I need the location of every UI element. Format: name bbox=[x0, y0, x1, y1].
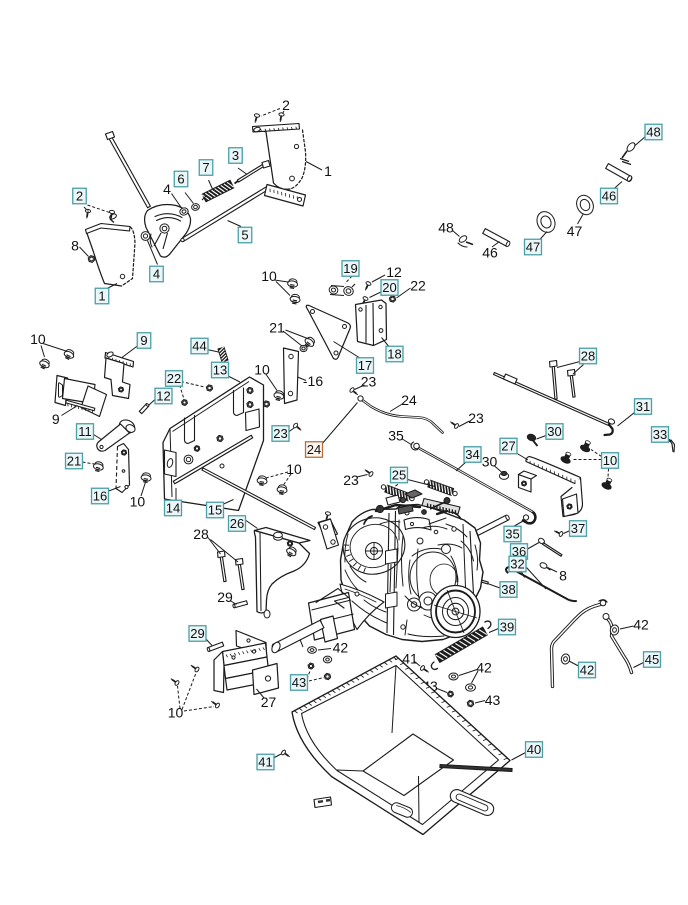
svg-text:24: 24 bbox=[307, 442, 321, 457]
svg-text:10: 10 bbox=[254, 362, 270, 378]
svg-text:42: 42 bbox=[633, 617, 649, 633]
svg-text:8: 8 bbox=[71, 238, 79, 254]
svg-text:43: 43 bbox=[292, 675, 306, 690]
svg-text:22: 22 bbox=[167, 371, 181, 386]
svg-text:29: 29 bbox=[190, 626, 204, 641]
svg-text:27: 27 bbox=[501, 439, 515, 454]
svg-text:46: 46 bbox=[602, 189, 616, 204]
svg-text:34: 34 bbox=[465, 447, 479, 462]
svg-text:19: 19 bbox=[343, 261, 357, 276]
svg-text:46: 46 bbox=[482, 245, 498, 261]
svg-text:29: 29 bbox=[217, 589, 233, 605]
svg-text:6: 6 bbox=[177, 172, 184, 187]
svg-text:10: 10 bbox=[603, 453, 617, 468]
svg-text:48: 48 bbox=[646, 125, 660, 140]
svg-text:30: 30 bbox=[482, 454, 498, 470]
svg-text:43: 43 bbox=[485, 692, 501, 708]
svg-text:37: 37 bbox=[571, 521, 585, 536]
svg-text:9: 9 bbox=[140, 333, 147, 348]
svg-text:1: 1 bbox=[324, 163, 332, 179]
svg-text:45: 45 bbox=[645, 652, 659, 667]
svg-text:47: 47 bbox=[526, 240, 540, 255]
svg-text:3: 3 bbox=[232, 148, 239, 163]
svg-text:10: 10 bbox=[30, 331, 46, 347]
svg-text:-16: -16 bbox=[303, 373, 323, 389]
svg-text:13: 13 bbox=[213, 363, 227, 378]
svg-text:47: 47 bbox=[567, 223, 583, 239]
svg-text:35: 35 bbox=[388, 428, 404, 444]
svg-text:10: 10 bbox=[130, 494, 146, 510]
svg-text:23: 23 bbox=[361, 374, 377, 390]
svg-text:28: 28 bbox=[581, 349, 595, 364]
svg-text:35: 35 bbox=[505, 527, 519, 542]
svg-text:42: 42 bbox=[333, 640, 349, 656]
svg-text:20: 20 bbox=[382, 280, 396, 295]
svg-text:41: 41 bbox=[258, 755, 272, 770]
svg-text:4: 4 bbox=[153, 267, 160, 282]
svg-text:23: 23 bbox=[343, 472, 359, 488]
svg-text:12: 12 bbox=[156, 389, 170, 404]
svg-text:11: 11 bbox=[78, 424, 92, 439]
svg-text:22: 22 bbox=[410, 278, 426, 294]
svg-text:38: 38 bbox=[501, 582, 515, 597]
svg-text:42: 42 bbox=[580, 663, 594, 678]
svg-text:14: 14 bbox=[166, 501, 180, 516]
svg-text:31: 31 bbox=[636, 399, 650, 414]
svg-text:17: 17 bbox=[358, 358, 372, 373]
svg-text:4: 4 bbox=[163, 181, 171, 197]
svg-text:28: 28 bbox=[193, 526, 209, 542]
svg-text:33: 33 bbox=[653, 427, 667, 442]
svg-text:16: 16 bbox=[93, 489, 107, 504]
svg-text:24: 24 bbox=[401, 392, 417, 408]
svg-text:15: 15 bbox=[208, 503, 222, 518]
svg-text:40: 40 bbox=[527, 742, 541, 757]
svg-text:27: 27 bbox=[261, 694, 277, 710]
svg-text:5: 5 bbox=[241, 228, 248, 243]
svg-text:10: 10 bbox=[261, 268, 277, 284]
svg-text:21: 21 bbox=[269, 320, 285, 336]
svg-text:39: 39 bbox=[500, 620, 514, 635]
svg-text:26: 26 bbox=[230, 516, 244, 531]
svg-text:8: 8 bbox=[559, 568, 567, 584]
svg-text:18: 18 bbox=[387, 347, 401, 362]
svg-text:10: 10 bbox=[168, 705, 184, 721]
svg-text:23: 23 bbox=[468, 410, 484, 426]
svg-text:23: 23 bbox=[273, 426, 287, 441]
svg-text:30: 30 bbox=[547, 424, 561, 439]
svg-text:2: 2 bbox=[282, 97, 290, 113]
svg-text:21: 21 bbox=[67, 454, 81, 469]
svg-text:42: 42 bbox=[476, 660, 492, 676]
svg-text:2: 2 bbox=[76, 189, 83, 204]
svg-text:1: 1 bbox=[98, 289, 105, 304]
svg-text:7: 7 bbox=[202, 160, 209, 175]
svg-text:25: 25 bbox=[392, 468, 406, 483]
svg-text:44: 44 bbox=[192, 339, 206, 354]
svg-text:48: 48 bbox=[438, 220, 454, 236]
svg-text:32: 32 bbox=[510, 557, 524, 572]
svg-text:9: 9 bbox=[52, 411, 60, 427]
svg-text:12: 12 bbox=[386, 264, 402, 280]
svg-text:10: 10 bbox=[286, 461, 302, 477]
